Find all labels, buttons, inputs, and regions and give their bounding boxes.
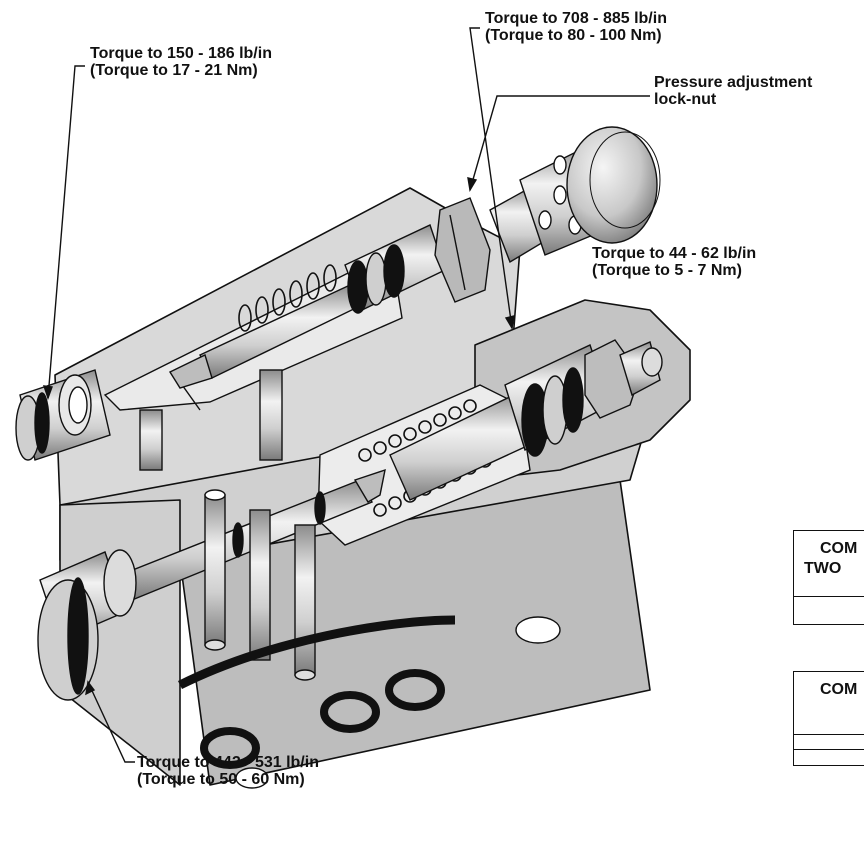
leader-plug-150 [47,65,85,399]
passage-tubes [139,369,316,681]
callout-knob-44-line1: Torque to 44 - 62 lb/in [592,245,757,262]
leader-lines [42,27,650,763]
lower-plug [37,549,137,701]
side-box-2-divider-2 [794,749,864,750]
callout-plug-150-line1: Torque to 150 - 186 lb/in [90,45,272,62]
side-box-1-line2: TWO [804,560,842,577]
leader-plug-442 [87,681,135,763]
callout-valve-708: Torque to 708 - 885 lb/in (Torque to 80 … [485,10,667,44]
callout-knob-44: Torque to 44 - 62 lb/in (Torque to 5 - 7… [592,245,756,279]
side-box-1: COM TWO [793,530,864,625]
callout-locknut-line2: lock-nut [654,91,717,108]
callout-plug-150-line2: (Torque to 17 - 21 Nm) [90,62,258,79]
leader-valve-708 [469,27,513,329]
upper-plug [15,369,111,461]
leader-locknut [469,95,650,191]
callout-plug-442: Torque to 442 - 531 lb/in (Torque to 50 … [137,754,319,788]
upper-spring [238,264,337,332]
callout-valve-708-line2: (Torque to 80 - 100 Nm) [485,27,662,44]
lock-nut [434,197,491,303]
callout-valve-708-line1: Torque to 708 - 885 lb/in [485,10,667,27]
ports-and-seals [177,615,561,789]
side-box-1-divider [794,596,864,597]
callout-plug-442-line1: Torque to 442 - 531 lb/in [137,754,319,771]
adjustment-knob [489,126,661,264]
callout-plug-150: Torque to 150 - 186 lb/in (Torque to 17 … [90,45,272,79]
lower-spool [389,339,663,501]
callout-locknut-line1: Pressure adjustment [654,74,813,91]
side-box-2-divider-1 [794,734,864,735]
callout-locknut: Pressure adjustment lock-nut [654,74,812,108]
callout-knob-44-line2: (Torque to 5 - 7 Nm) [592,262,742,279]
side-box-2-line1: COM [820,681,858,698]
side-box-1-line1: COM [820,540,858,557]
upper-adjuster [344,224,446,314]
callout-plug-442-line2: (Torque to 50 - 60 Nm) [137,771,305,788]
side-box-2: COM [793,671,864,766]
